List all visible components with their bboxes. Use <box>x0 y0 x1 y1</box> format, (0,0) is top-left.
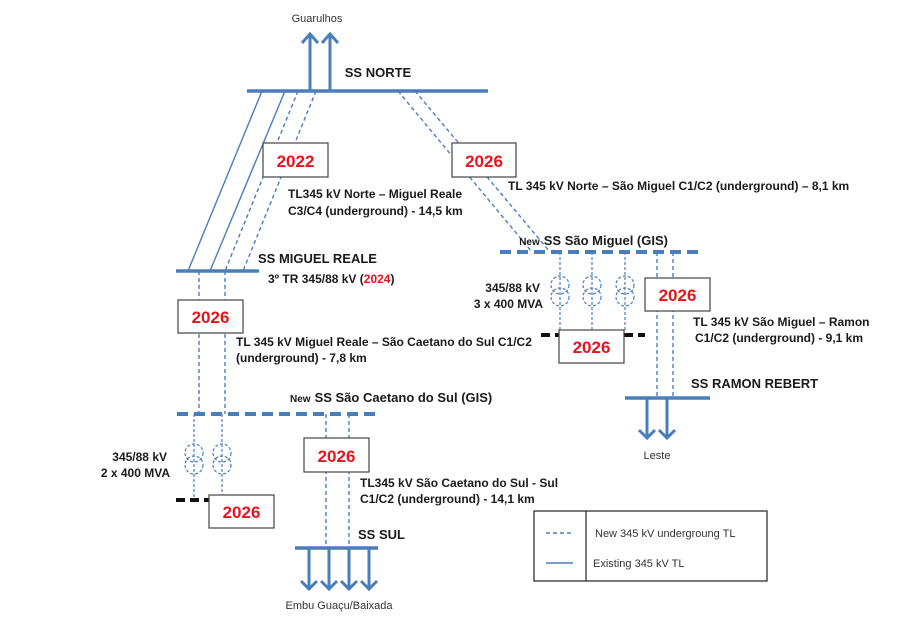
label-ss-ramon-rebert: SS RAMON REBERT <box>691 376 818 391</box>
label-tl-mr-sc-2: (underground) - 7,8 km <box>236 351 367 365</box>
lines-norte-miguel-reale <box>187 90 317 272</box>
legend: New 345 kV undergroung TL Existing 345 k… <box>533 510 768 582</box>
destination-embu: Embu Guaçu/Baixada <box>285 600 393 612</box>
arrows-down-embu <box>299 548 379 592</box>
label-tl-mr-sc-1: TL 345 kV Miguel Reale – São Caetano do … <box>236 335 532 349</box>
arrows-up-guarulhos <box>300 31 340 91</box>
svg-text:2026: 2026 <box>318 447 356 466</box>
label-ss-sul: SS SUL <box>358 527 405 542</box>
svg-text:2022: 2022 <box>277 152 315 171</box>
legend-existing: Existing 345 kV TL <box>593 558 685 570</box>
year-box-sm-trafo: 2026 <box>558 329 625 364</box>
lines-sm-ramon <box>656 252 674 398</box>
label-tl-sm-ramon-2: C1/C2 (underground) - 9,1 km <box>695 331 863 345</box>
transformer-icon <box>184 443 204 463</box>
label-tl-sm-ramon-1: TL 345 kV São Miguel – Ramon <box>693 315 870 329</box>
label-ss-miguel-reale: SS MIGUEL REALE <box>258 251 377 266</box>
svg-text:2026: 2026 <box>192 308 230 327</box>
transformers-sao-caetano <box>184 414 232 500</box>
label-sc-trafo-1: 345/88 kV <box>112 450 167 464</box>
label-tl-norte-sm: TL 345 kV Norte – São Miguel C1/C2 (unde… <box>508 179 849 193</box>
svg-text:2026: 2026 <box>223 503 261 522</box>
label-sc-trafo-2: 2 x 400 MVA <box>101 466 170 480</box>
year-box-2022: 2022 <box>262 142 329 178</box>
year-box-mr-sc: 2026 <box>177 299 244 334</box>
lines-mr-sao-caetano <box>198 271 226 414</box>
destination-guarulhos: Guarulhos <box>292 13 343 25</box>
transformer-icon <box>582 275 602 295</box>
label-tl-sc-sul-2: C1/C2 (underground) - 14,1 km <box>360 492 535 506</box>
transformer-icon <box>212 443 232 463</box>
destination-leste: Leste <box>644 450 671 462</box>
year-box-sc-trafo: 2026 <box>208 494 275 529</box>
arrows-down-leste <box>637 398 677 441</box>
label-miguel-reale-note: 3º TR 345/88 kV (2024) <box>268 272 394 286</box>
label-sm-trafo-2: 3 x 400 MVA <box>474 297 543 311</box>
svg-text:2026: 2026 <box>573 338 611 357</box>
label-tl-norte-mr-1: TL345 kV Norte – Miguel Reale <box>288 187 462 201</box>
year-box-sm-ramon: 2026 <box>644 277 711 312</box>
transformer-icon <box>615 275 635 295</box>
transformer-icon <box>550 275 570 295</box>
label-ss-norte: SS NORTE <box>345 65 412 80</box>
year-box-sc-sul: 2026 <box>303 437 370 473</box>
label-tl-sc-sul-1: TL345 kV São Caetano do Sul - Sul <box>360 476 558 490</box>
year-box-norte-sm: 2026 <box>451 142 517 178</box>
label-sm-trafo-1: 345/88 kV <box>485 281 540 295</box>
legend-new: New 345 kV undergroung TL <box>595 528 735 540</box>
svg-text:2026: 2026 <box>465 152 503 171</box>
svg-text:2026: 2026 <box>659 286 697 305</box>
transformers-sao-miguel <box>550 252 635 330</box>
lines-sc-sul <box>325 414 350 548</box>
label-tl-norte-mr-2: C3/C4 (underground) - 14,5 km <box>288 204 463 218</box>
